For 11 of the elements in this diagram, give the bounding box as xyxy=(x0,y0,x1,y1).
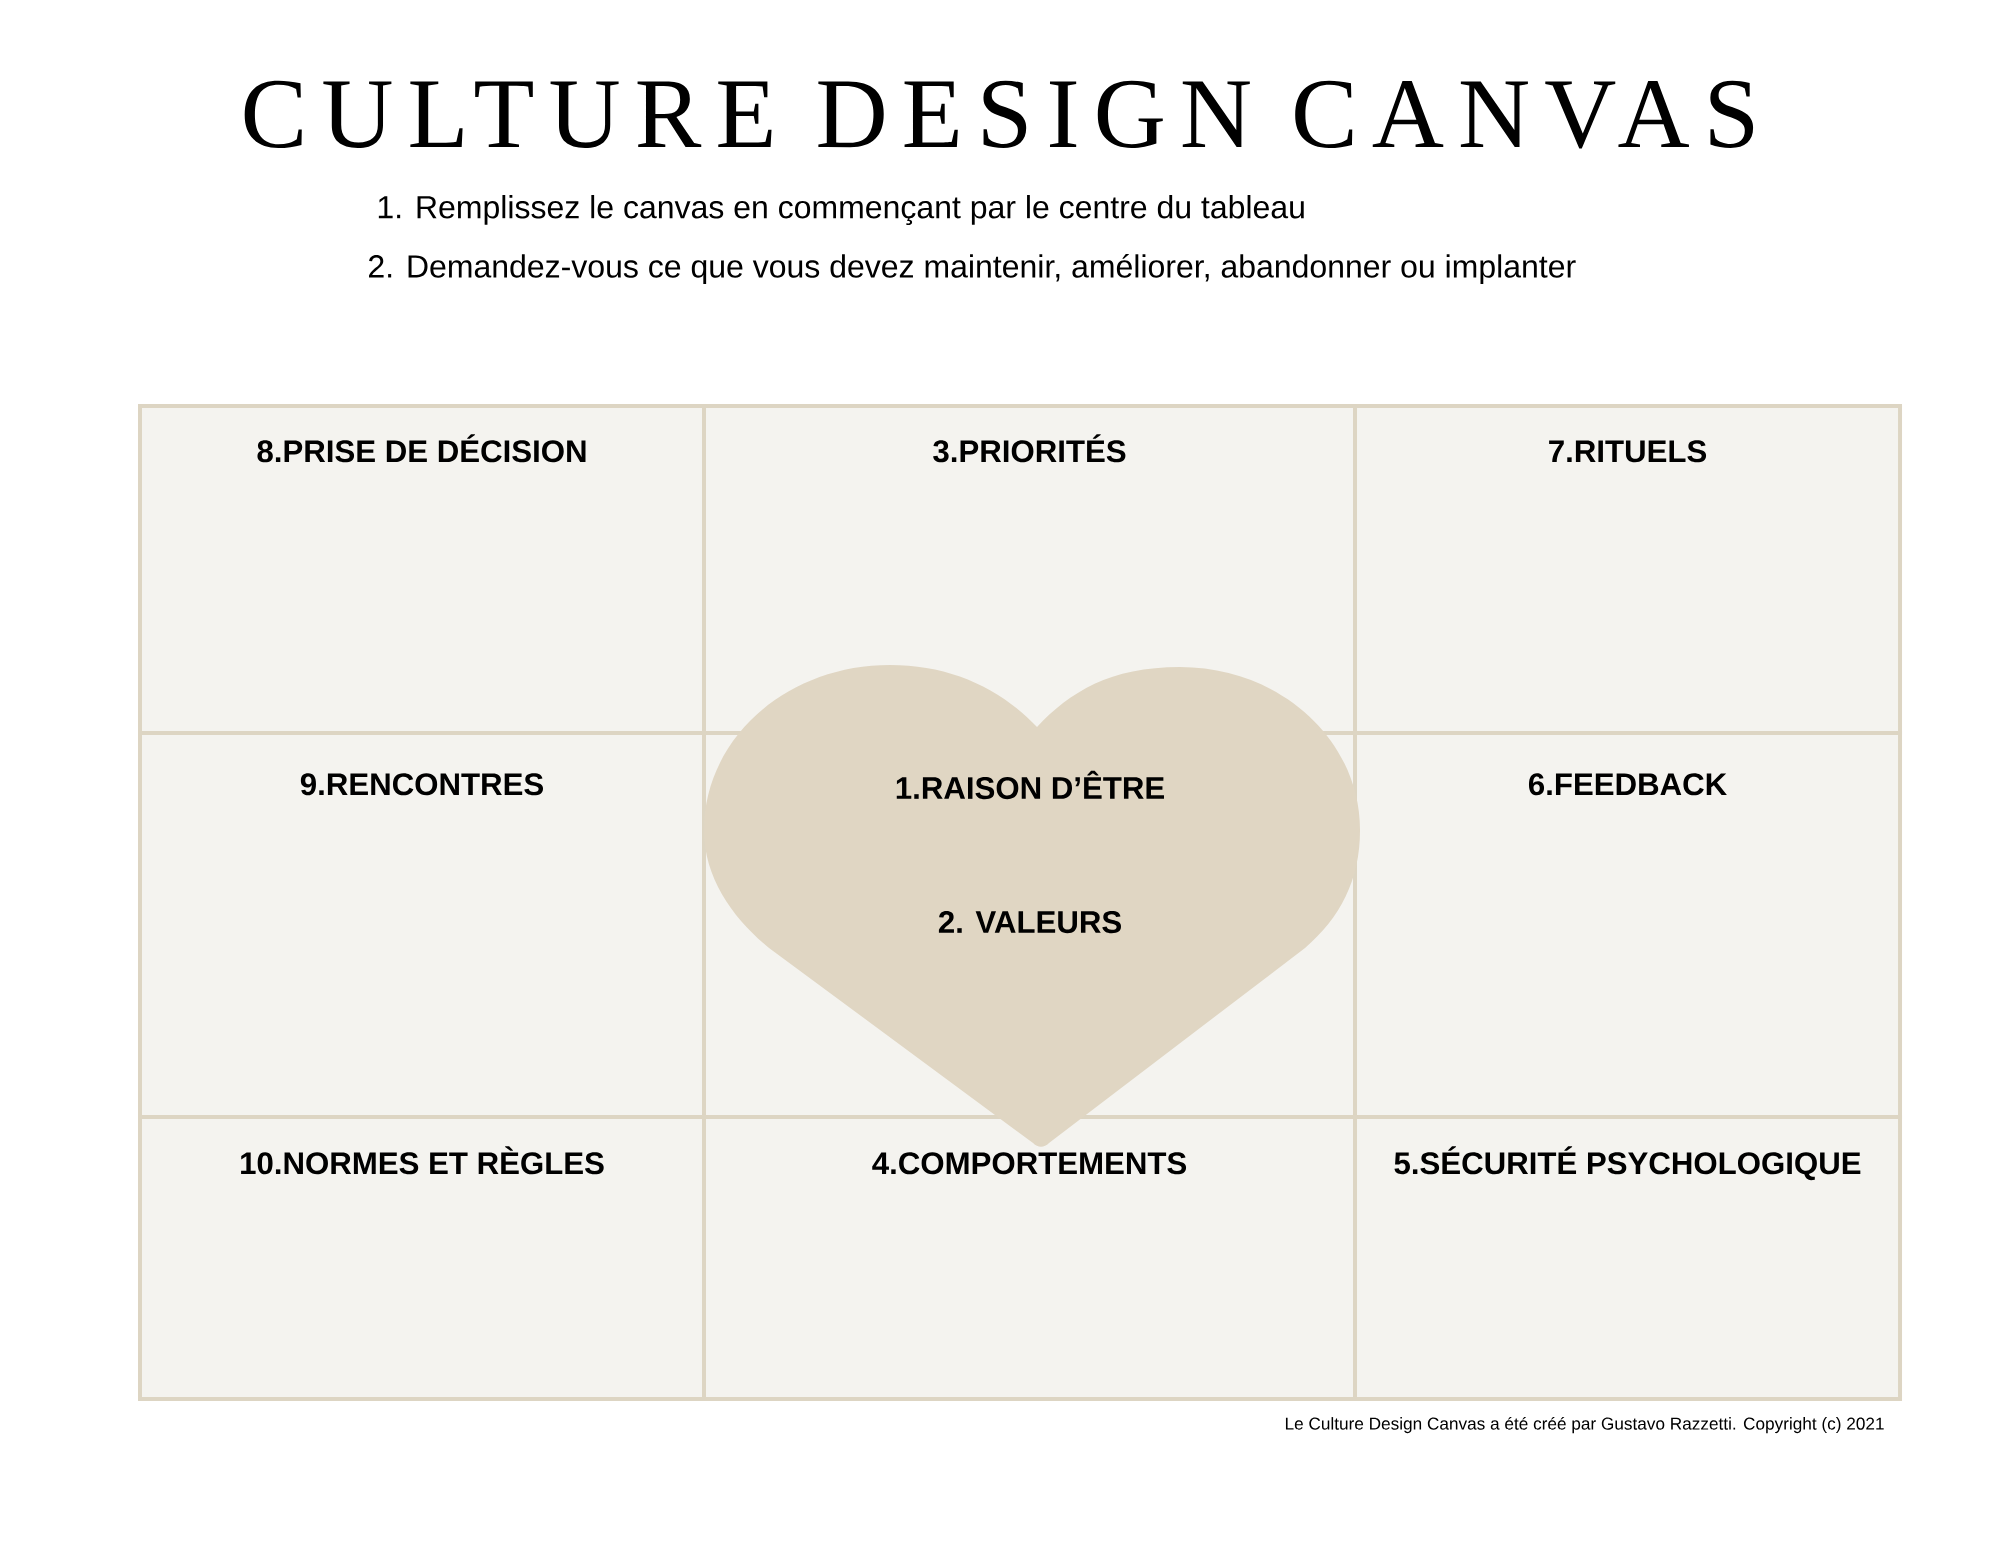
canvas-cell: 5.SÉCURITÉ PSYCHOLOGIQUE xyxy=(1353,1115,1903,1401)
credit-note: Le Culture Design Canvas a été créé par Gustavo Razzetti. Copyright (c) 2021 xyxy=(1285,1416,1884,1434)
title: CULTURE DESIGN CANVAS xyxy=(244,80,1754,149)
canvas-cell: 10.NORMES ET RÈGLES xyxy=(138,1115,706,1401)
instruction-text: 2. Demandez-vous ce que vous devez maintenir, améliorer, abandonner ou implanter xyxy=(369,253,1576,285)
canvas-cell: 9.RENCONTRES xyxy=(138,731,706,1119)
canvas-cell: 6.FEEDBACK xyxy=(1353,731,1903,1119)
canvas-cell: 7.RITUELS xyxy=(1353,404,1903,735)
instruction-text: 1. Remplissez le canvas en commençant par le centre du tableau xyxy=(378,195,1304,225)
canvas-cell: 8.PRISE DE DÉCISION xyxy=(138,404,706,735)
canvas-cell: 4.COMPORTEMENTS xyxy=(702,1115,1357,1401)
